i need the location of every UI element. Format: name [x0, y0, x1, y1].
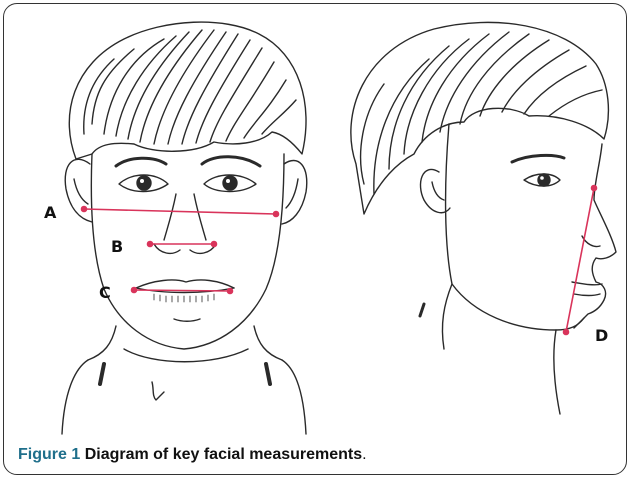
figure-caption: Figure 1 Diagram of key facial measureme… [18, 446, 367, 464]
caption-end: . [362, 446, 366, 463]
label-b: B [111, 237, 123, 256]
facial-sketch [4, 4, 627, 475]
profile-face [351, 22, 616, 414]
caption-title: Figure 1 [18, 446, 80, 463]
measurement-a-line [82, 207, 279, 217]
caption-text: Diagram of key facial measurements [85, 446, 362, 463]
front-face [62, 22, 307, 434]
label-d: D [595, 326, 608, 345]
figure-frame: A B C D Figure 1 Diagram of key facial m… [3, 3, 627, 475]
measurement-b-line [148, 242, 217, 247]
label-c: C [99, 283, 111, 302]
label-a: A [44, 203, 56, 222]
